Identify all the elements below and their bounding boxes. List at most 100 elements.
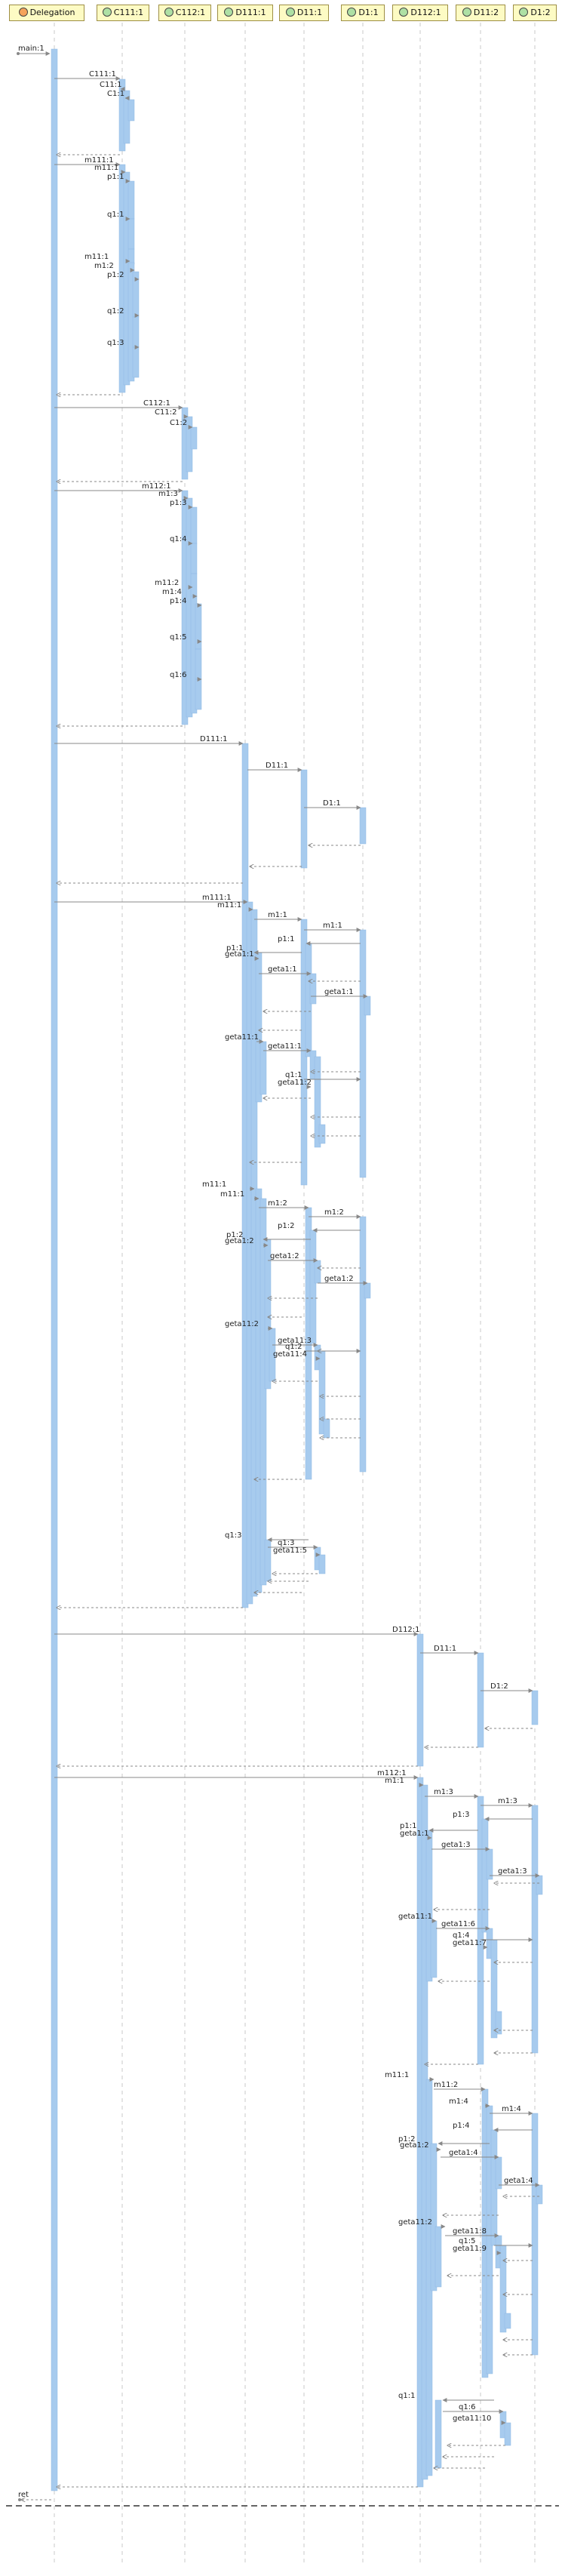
participant-c112-1[interactable]: C112:1 xyxy=(158,5,211,21)
message-label: m1:1 xyxy=(385,1777,404,1785)
participant-label: D1:2 xyxy=(530,8,551,17)
message-label: m1:2 xyxy=(268,1199,287,1208)
activation-bar xyxy=(314,1056,321,1148)
message-label: geta11:10 xyxy=(453,2414,491,2423)
message-label: C11:1 xyxy=(100,81,121,89)
message-label: m1:4 xyxy=(449,2097,468,2106)
activation-bar xyxy=(323,1418,330,1439)
message-label: m11:1 xyxy=(94,164,118,172)
message-label: p1:1 xyxy=(107,173,124,181)
message-label: p1:2 xyxy=(107,271,124,279)
message-label: m112:1 xyxy=(377,1769,407,1777)
participant-d112-1[interactable]: D112:1 xyxy=(392,5,448,21)
message-label: C1:2 xyxy=(170,419,187,427)
activation-bar xyxy=(504,2422,511,2446)
object-icon xyxy=(519,8,529,17)
activation-bar xyxy=(364,1282,371,1299)
message-label: geta1:1 xyxy=(400,1830,429,1838)
activation-bar xyxy=(531,1805,539,2054)
message-label: m1:1 xyxy=(323,922,342,930)
message-label: geta11:9 xyxy=(453,2245,487,2253)
message-label: geta1:4 xyxy=(449,2149,478,2157)
activation-bar xyxy=(132,316,140,348)
message-label: geta11:5 xyxy=(273,1547,307,1555)
entry-label: main:1 xyxy=(18,45,45,53)
object-icon xyxy=(347,8,357,17)
message-label: p1:2 xyxy=(398,2135,415,2144)
participant-c111-1[interactable]: C111:1 xyxy=(97,5,149,21)
message-label: C111:1 xyxy=(89,70,116,78)
activation-bar xyxy=(309,973,317,1005)
message-label: m112:1 xyxy=(142,482,171,491)
exit-point-icon xyxy=(18,2498,21,2501)
message-label: D11:1 xyxy=(434,1645,456,1653)
message-label: q1:5 xyxy=(459,2237,475,2245)
message-label: m111:1 xyxy=(202,894,232,902)
object-icon xyxy=(164,8,173,17)
activation-bar xyxy=(314,1260,321,1284)
class-icon xyxy=(18,8,28,17)
participant-d1-2[interactable]: D1:2 xyxy=(513,5,557,21)
activation-bar xyxy=(190,543,198,574)
activation-bar xyxy=(51,48,58,2491)
message-label: q1:1 xyxy=(398,2392,415,2400)
activation-bar xyxy=(132,271,140,318)
message-label: q1:3 xyxy=(278,1539,294,1547)
activation-bar xyxy=(434,2399,442,2469)
activation-bar xyxy=(504,2313,511,2329)
message-label: geta1:2 xyxy=(400,2141,429,2150)
participant-label: D111:1 xyxy=(235,8,266,17)
message-label: geta11:6 xyxy=(441,1920,475,1928)
activation-bar xyxy=(127,99,135,122)
activation-bar xyxy=(536,2184,543,2205)
message-label: geta1:1 xyxy=(324,988,354,996)
participant-label: C111:1 xyxy=(113,8,144,17)
participant-d11-1[interactable]: D11:1 xyxy=(279,5,329,21)
message-label: C1:1 xyxy=(107,90,124,98)
object-icon xyxy=(224,8,234,17)
participant-delegation[interactable]: Delegation xyxy=(9,5,84,21)
participant-label: Delegation xyxy=(29,8,75,17)
participant-label: D112:1 xyxy=(410,8,441,17)
activation-bar xyxy=(300,769,308,869)
message-label: m1:4 xyxy=(502,2105,521,2113)
entry-point-icon xyxy=(17,52,20,55)
activation-bar xyxy=(127,218,135,250)
message-label: C11:2 xyxy=(155,408,177,417)
message-label: q1:4 xyxy=(170,535,186,543)
activation-bar xyxy=(359,807,367,845)
activation-bar xyxy=(127,248,135,265)
message-label: m11:1 xyxy=(84,253,109,261)
message-label: geta11:1 xyxy=(268,1042,302,1051)
message-label: m111:1 xyxy=(84,156,114,165)
message-label: geta1:2 xyxy=(225,1237,254,1245)
activation-bar xyxy=(195,648,202,680)
message-label: p1:1 xyxy=(278,935,294,943)
activation-bar xyxy=(359,1216,367,1473)
participant-d111-1[interactable]: D111:1 xyxy=(217,5,273,21)
message-label: m11:2 xyxy=(155,579,179,587)
activation-bar xyxy=(132,346,140,378)
message-label: p1:4 xyxy=(453,2122,469,2130)
activation-bar xyxy=(536,1875,543,1895)
message-label: geta1:1 xyxy=(268,965,297,974)
message-label: m1:4 xyxy=(162,588,182,596)
message-label: m1:3 xyxy=(498,1797,517,1805)
activation-bar xyxy=(195,679,202,710)
message-label: q1:2 xyxy=(107,307,124,315)
participant-label: C112:1 xyxy=(175,8,206,17)
activation-bar xyxy=(359,929,367,1178)
object-icon xyxy=(102,8,112,17)
message-label: q1:2 xyxy=(285,1343,302,1351)
message-label: geta11:1 xyxy=(398,1913,432,1921)
participant-d11-2[interactable]: D11:2 xyxy=(456,5,505,21)
participant-label: D11:2 xyxy=(473,8,499,17)
message-label: q1:1 xyxy=(107,211,124,219)
activation-bar xyxy=(531,1690,539,1725)
participant-label: D11:1 xyxy=(296,8,323,17)
participant-d1-1[interactable]: D1:1 xyxy=(341,5,385,21)
message-label: m1:3 xyxy=(158,490,178,498)
message-label: m1:2 xyxy=(324,1208,344,1217)
message-label: D11:1 xyxy=(266,762,288,770)
